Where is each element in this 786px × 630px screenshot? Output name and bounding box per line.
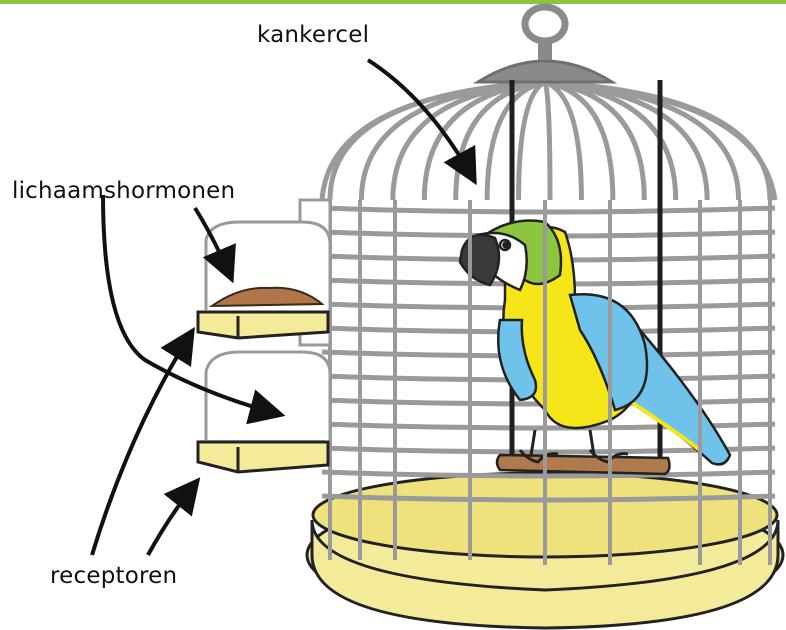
dome-rib — [519, 82, 545, 200]
dome-rib — [545, 82, 707, 200]
arrow-icon — [92, 330, 193, 555]
label-body-hormones: lichaamshormonen — [12, 178, 235, 204]
dome-rib — [545, 82, 550, 200]
label-receptors: receptoren — [50, 563, 177, 589]
label-cancer-cell: kankercel — [257, 22, 369, 48]
arrow-icon — [148, 480, 198, 555]
cage-ring — [322, 208, 775, 212]
food-dish-icon — [198, 222, 330, 338]
